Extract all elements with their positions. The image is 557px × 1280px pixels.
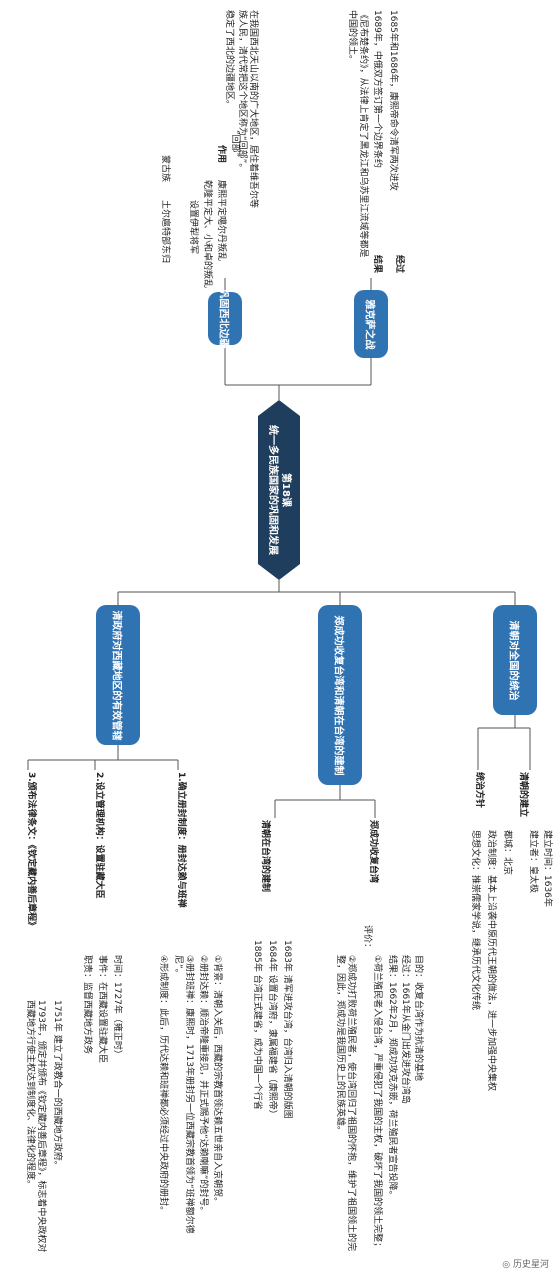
wechat-icon: ◎: [502, 1260, 511, 1270]
tibet-amban-label: 2.设立管理机构：设置驻藏大臣: [94, 772, 104, 899]
branch-tibet-label: 清政府对西藏地区的有效管辖: [110, 610, 122, 740]
central-topic-title: 第18课 统一多民族国家的巩固和发展: [266, 425, 292, 555]
branch-tibet: 清政府对西藏地区的有效管辖: [96, 605, 140, 745]
effect-text: 稳定了西北的边疆地区。: [224, 10, 234, 110]
nerchinsk-1689: 1689年，中俄双方签订第一个边界条约: [372, 10, 382, 168]
amban-time: 时间：1727年（雍正时）: [112, 955, 122, 1059]
qing-policy-label: 统治方针: [474, 772, 484, 809]
taiwan-1684: 1684年 设置台湾府，隶属福建省（康熙帝）: [267, 940, 277, 1119]
central-hexagon-shape: [258, 400, 300, 580]
lesson-number: 第18课: [280, 473, 291, 507]
zheng-evaluation-2: ②郑成功打败荷兰殖民者，使台湾回归了祖国的怀抱，维护了祖国领土的完整，因此，郑成…: [335, 955, 356, 1252]
branch-qing-rule: 清朝对全国的统治: [493, 605, 537, 715]
tibet-law-label: 3.颁布法律条文：《钦定藏内善后章程》: [26, 772, 36, 931]
nerchinsk-treaty: 《尼布楚条约》，从法律上肯定了黑龙江和乌苏里江流域等都是中国的领土。: [347, 10, 368, 258]
amban-event: 事件：在西藏设置驻藏大臣: [97, 955, 107, 1064]
watermark: ◎ 历史星河: [502, 1257, 549, 1270]
yaksa-process-label: 经过: [394, 255, 404, 274]
qing-culture: 思想文化：推崇儒家学说，继承历代文化传统: [470, 830, 480, 1011]
zheng-result: 结果：1662年2月，郑成功攻克赤嵌，荷兰殖民者宣告投降。: [387, 955, 397, 1200]
branch-northwest-label: 巩固西北边疆: [217, 288, 229, 349]
yaksa-process-text: 1685年和1686年，康熙帝命令清军两次进攻: [388, 10, 398, 191]
torghut-return: 土尔扈特部东归: [160, 200, 170, 264]
tibet-background: ①背景：清朝入关后，西藏的宗教首领达赖五世亲自入京朝贺。: [212, 955, 222, 1207]
huibu-description: 在我国西北天山以南的广大地区，居住着维吾尔等族人民，清代常把这个地区称为“回部”…: [237, 10, 258, 209]
ili-general: 设置伊犁将军: [188, 200, 198, 255]
central-topic-node: 第18课 统一多民族国家的巩固和发展: [258, 400, 300, 580]
qing-founding-label: 清朝的建立: [518, 772, 528, 818]
branch-northwest: 巩固西北边疆: [208, 289, 242, 349]
qianlong-hojas: 乾隆平定大、小和卓的叛乱: [202, 180, 212, 289]
branch-taiwan-label: 郑成功收复台湾和清朝在台湾的建制: [332, 615, 344, 775]
qing-founder: 建立者：皇太极: [528, 830, 538, 894]
tibet-1751: 1751年 建立了政教合一的西藏地方政府。: [52, 1000, 62, 1170]
tibet-enfeoffment-label: 1.确立册封制度：册封达赖与班禅: [176, 772, 186, 908]
lesson-title: 统一多民族国家的巩固和发展: [267, 425, 278, 555]
yaksa-result-label: 结果: [372, 255, 382, 274]
tibet-1793: 1793年，颁定并颁布《钦定藏内善后章程》，标志着中央政权对西藏地方行使主权达到…: [25, 1000, 46, 1253]
kangxi-galdan: 康熙平定噶尔丹叛乱: [216, 180, 226, 262]
zheng-purpose: 目的：收复台湾作为抗清的基地: [413, 955, 423, 1082]
amban-duty: 职责：监督西藏地方政务: [82, 955, 92, 1055]
mongol-label: 蒙古族: [160, 155, 170, 183]
zheng-process: 经过：1661年从金门出发进攻台湾岛: [400, 955, 410, 1104]
huibu-label: “回部”: [230, 130, 240, 158]
branch-qing-rule-label: 清朝对全国的统治: [507, 620, 519, 700]
tibet-dalai: ②册封达赖：顺治帝隆重接见，并正式赐予他“达赖喇嘛”的封号。: [198, 955, 208, 1216]
qing-founding-time: 建立时间：1636年: [542, 830, 552, 907]
qing-political-system: 政治制度：基本上沿袭中原历代王朝的做法，进一步加强中央集权: [486, 830, 496, 1092]
tibet-system: ④形成制度：此后，历代达赖和班禅都必须经过中央政府的册封。: [158, 955, 168, 1216]
zheng-evaluation-1: ①荷兰殖民者入侵台湾，严重侵犯了我国的主权，破坏了我国的领土完整；: [372, 955, 382, 1252]
branch-taiwan: 郑成功收复台湾和清朝在台湾的建制: [318, 605, 362, 785]
zheng-chenggong-label: 郑成功收复台湾: [368, 820, 378, 884]
effect-label: 作用: [216, 145, 226, 164]
branch-yaksa-battle: 雅克萨之战: [354, 290, 388, 358]
branch-yaksa-battle-label: 雅克萨之战: [363, 299, 375, 349]
taiwan-1683: 1683年 清军进攻台湾，台湾归入清朝的版图: [282, 940, 292, 1119]
taiwan-admin-label: 清朝在台湾的建制: [260, 820, 270, 893]
qing-capital: 都城：北京: [502, 830, 512, 876]
taiwan-1885: 1885年 台湾正式建省，成为中国一个行省: [252, 940, 262, 1110]
zheng-evaluation-label: 评价：: [362, 925, 372, 953]
tibet-panchen: ③册封班禅：康熙时，1713年册封另一位西藏宗教首领为“班禅额尔德尼”。: [173, 955, 194, 1234]
watermark-text: 历史星河: [512, 1260, 549, 1270]
